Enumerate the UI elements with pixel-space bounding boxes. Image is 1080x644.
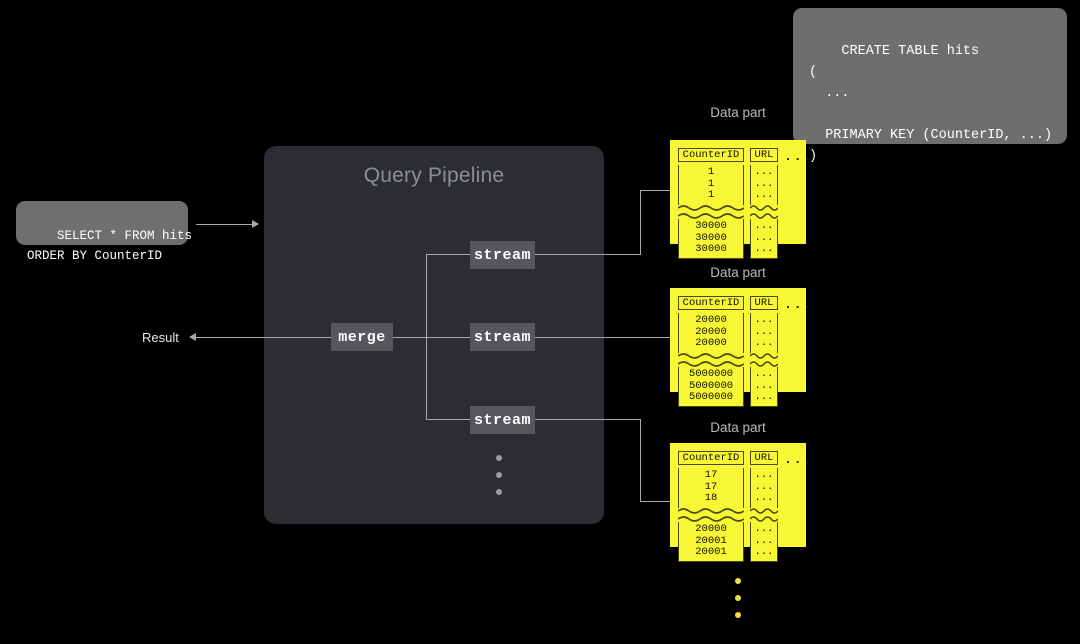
- data-part-3-granule-2-url-wave-icon: [750, 516, 778, 522]
- result-arrowhead: [189, 333, 196, 341]
- data-part-1-granule-1-url-values: .........: [750, 165, 778, 205]
- more-data-parts-ellipsis-icon: [735, 578, 741, 618]
- data-part-1-granule-1-url-wave-icon: [750, 205, 778, 211]
- data-part-2-more-columns-ellipsis-icon: ...: [784, 297, 814, 312]
- stream-node-2[interactable]: stream: [470, 323, 535, 351]
- stream-1-connector-h1: [535, 254, 640, 255]
- stream-node-1[interactable]: stream: [470, 241, 535, 269]
- stream-node-3[interactable]: stream: [470, 406, 535, 434]
- data-part-3-granule-2-url-values: .........: [750, 522, 778, 562]
- data-part-2-granule-1-url-wave-icon: [750, 353, 778, 359]
- stream-node-1-label: stream: [473, 246, 531, 264]
- trunk-to-stream-1-line: [426, 254, 474, 255]
- data-part-3-granule-1-url-wave-icon: [750, 508, 778, 514]
- data-part-1-granule-2-url-wave-icon: [750, 213, 778, 219]
- data-part-2-granule-1-wave-icon: [678, 353, 744, 359]
- sql-query-panel: SELECT * FROM hits ORDER BY CounterID: [16, 201, 192, 263]
- stream-3-connector-h1: [535, 419, 640, 420]
- create-table-ddl-panel: CREATE TABLE hits ( ... PRIMARY KEY (Cou…: [793, 8, 1067, 164]
- data-part-3-column-header-url: URL: [750, 451, 778, 465]
- data-part-3-more-columns-ellipsis-icon: ...: [784, 452, 814, 467]
- stream-node-2-label: stream: [473, 328, 531, 346]
- query-pipeline-panel: Query Pipeline: [264, 146, 604, 524]
- merge-to-trunk-line: [392, 337, 510, 338]
- stream-node-3-label: stream: [473, 411, 531, 429]
- merge-to-result-line: [196, 337, 336, 338]
- stream-1-connector-h2: [640, 190, 672, 191]
- merge-node[interactable]: merge: [331, 323, 393, 351]
- merge-node-label: merge: [338, 328, 386, 346]
- stream-2-connector-h: [535, 337, 672, 338]
- more-streams-ellipsis-icon: [496, 455, 502, 495]
- data-part-3-column-header-counterid: CounterID: [678, 451, 744, 465]
- data-part-1-column-header-counterid: CounterID: [678, 148, 744, 162]
- data-part-2-granule-2-wave-icon: [678, 361, 744, 367]
- data-part-2-granule-2-url-wave-icon: [750, 361, 778, 367]
- query-to-pipeline-line: [196, 224, 252, 225]
- trunk-to-stream-3-line: [426, 419, 474, 420]
- data-part-1-granule-2-url-values: .........: [750, 219, 778, 259]
- data-part-2-title: Data part: [710, 265, 766, 280]
- data-part-2-column-header-url: URL: [750, 296, 778, 310]
- data-part-1-granule-2-wave-icon: [678, 213, 744, 219]
- stream-1-connector-v: [640, 190, 641, 255]
- data-part-1-column-header-url: URL: [750, 148, 778, 162]
- data-part-3-granule-1-url-values: .........: [750, 468, 778, 508]
- query-pipeline-title: Query Pipeline: [363, 164, 505, 187]
- data-part-1-granule-1-wave-icon: [678, 205, 744, 211]
- sql-query-text: SELECT * FROM hits ORDER BY CounterID: [27, 229, 193, 263]
- create-table-ddl-text: CREATE TABLE hits ( ... PRIMARY KEY (Cou…: [809, 43, 1053, 164]
- data-part-3-title: Data part: [710, 420, 766, 435]
- query-to-pipeline-arrowhead: [252, 220, 259, 228]
- stream-branch-trunk: [426, 254, 427, 420]
- data-part-1-title: Data part: [710, 105, 766, 120]
- data-part-2-granule-2-url-values: .........: [750, 367, 778, 407]
- stream-3-connector-v: [640, 419, 641, 501]
- data-part-2-column-header-counterid: CounterID: [678, 296, 744, 310]
- data-part-1-more-columns-ellipsis-icon: ...: [784, 149, 814, 164]
- stream-3-connector-h2: [640, 501, 672, 502]
- data-part-3-granule-2-wave-icon: [678, 516, 744, 522]
- data-part-2-granule-1-url-values: .........: [750, 313, 778, 353]
- result-label: Result: [142, 330, 179, 345]
- data-part-3-granule-1-wave-icon: [678, 508, 744, 514]
